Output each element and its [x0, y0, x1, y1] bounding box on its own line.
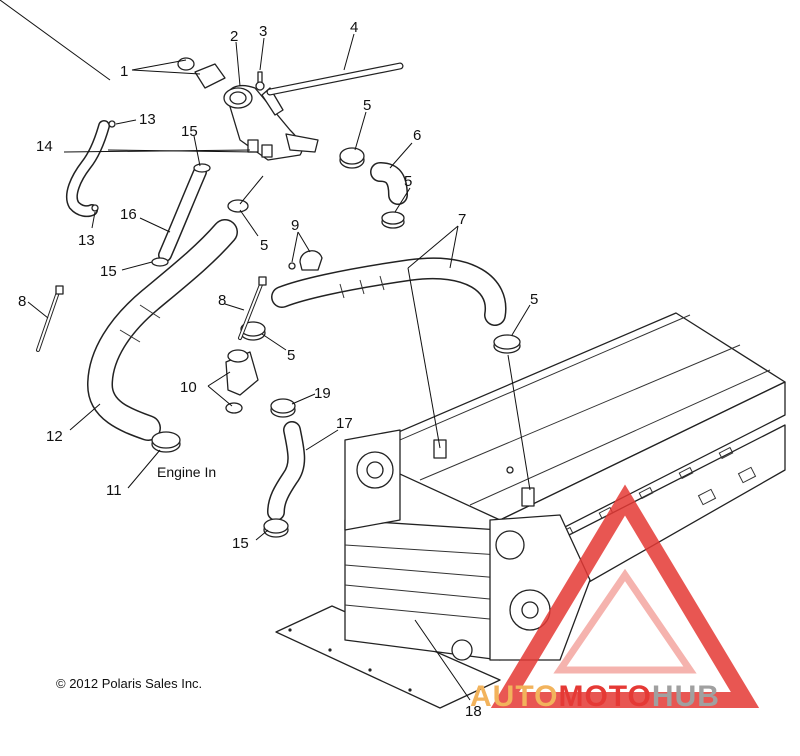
watermark-moto: MOTO [558, 680, 651, 713]
callout-17: 17 [336, 415, 353, 432]
watermark-logo [490, 484, 760, 708]
hose-17 [267, 421, 306, 521]
hose-16 [158, 165, 207, 262]
callout-13: 13 [78, 232, 95, 249]
hose-7 [271, 257, 507, 326]
coolant-reservoir-2 [223, 85, 319, 161]
callout-12: 12 [46, 428, 63, 445]
callout-3: 3 [259, 23, 267, 40]
clamp-19 [270, 398, 296, 418]
callout-5: 5 [260, 237, 268, 254]
callout-5: 5 [404, 173, 412, 190]
watermark-auto: AUTO [470, 680, 558, 713]
thermostat-10 [225, 349, 259, 414]
callout-13: 13 [139, 111, 156, 128]
callout-2: 2 [230, 28, 238, 45]
engine-in-label: Engine In [157, 464, 216, 480]
callout-5: 5 [530, 291, 538, 308]
hose-6 [370, 162, 408, 205]
watermark-text: AUTOMOTOHUB [470, 680, 720, 713]
callout-8: 8 [218, 292, 226, 309]
clamp-15 [151, 257, 169, 267]
copyright-text: © 2012 Polaris Sales Inc. [56, 676, 202, 691]
clamp-5 [227, 199, 249, 213]
callout-18: 18 [465, 703, 482, 720]
callout-15: 15 [232, 535, 249, 552]
callout-8: 8 [18, 293, 26, 310]
callout-6: 6 [413, 127, 421, 144]
callout-1: 1 [120, 63, 128, 80]
callout-4: 4 [350, 19, 358, 36]
tie-strap-8 [36, 285, 64, 352]
callout-15: 15 [181, 123, 198, 140]
screw-3 [255, 71, 265, 91]
callout-10: 10 [180, 379, 197, 396]
callout-5: 5 [363, 97, 371, 114]
clamp-11 [151, 431, 181, 453]
clamp-5 [240, 321, 266, 341]
callout-16: 16 [120, 206, 137, 223]
clamp-5 [493, 334, 521, 354]
tie-strap-8 [238, 276, 267, 340]
callout-19: 19 [314, 385, 331, 402]
callout-5: 5 [287, 347, 295, 364]
bracket-9 [288, 250, 323, 271]
reservoir-cap-1 [177, 57, 226, 89]
callout-11: 11 [106, 482, 122, 499]
leader-lines [0, 0, 531, 701]
hose-12 [87, 219, 238, 441]
clip-13 [108, 120, 116, 128]
hose-14 [65, 120, 110, 218]
clamp-15 [263, 518, 289, 538]
clamp-5 [381, 211, 405, 229]
callout-9: 9 [291, 217, 299, 234]
callout-7: 7 [458, 211, 466, 228]
watermark-hub: HUB [652, 680, 720, 713]
callout-15: 15 [100, 263, 117, 280]
callout-14: 14 [36, 138, 53, 155]
vent-tube-4 [266, 62, 404, 96]
clamp-15 [193, 163, 211, 173]
clamp-5 [339, 147, 365, 169]
clip-13 [91, 204, 99, 212]
